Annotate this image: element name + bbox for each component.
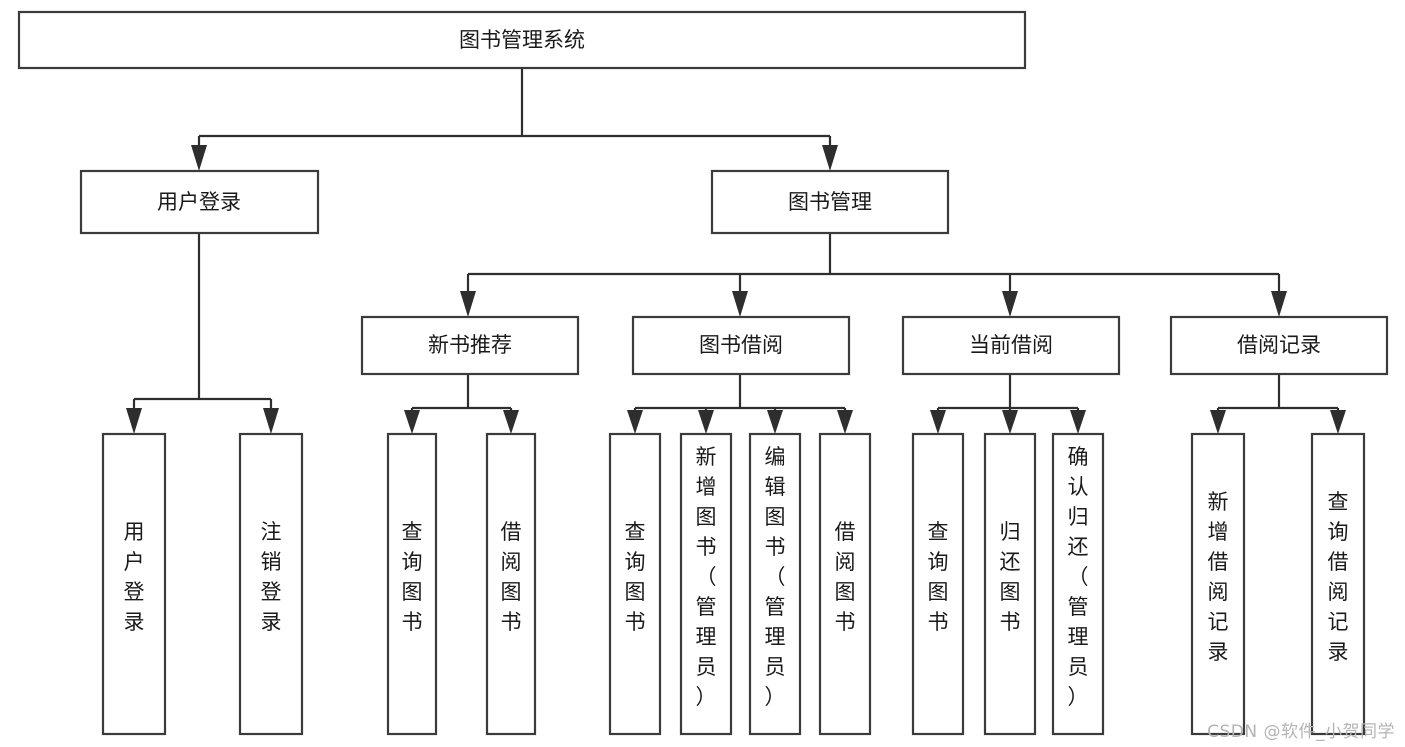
node-borrow-edit-book[interactable]: 编辑图书（管理员）: [748, 432, 802, 736]
node-user-login-label: 用户登录: [157, 190, 241, 214]
arrow-head-new-book-recommend: [460, 291, 476, 317]
node-recommend-borrow-book-label: 借阅图书: [501, 520, 522, 634]
node-user-login-do[interactable]: 用户登录: [101, 432, 167, 736]
node-borrow-query-book-label: 查询图书: [625, 520, 646, 634]
node-book-borrow-box[interactable]: [631, 315, 851, 376]
arrow-head-current-confirm-return: [1070, 410, 1086, 434]
node-current-borrow-box[interactable]: [901, 315, 1121, 376]
node-current-query-book-label: 查询图书: [928, 520, 949, 634]
arrow-head-user-login: [191, 145, 207, 171]
node-borrow-borrow-book-box[interactable]: [818, 432, 872, 736]
node-borrow-query-book[interactable]: 查询图书: [608, 432, 662, 736]
node-current-return-book-box[interactable]: [983, 432, 1037, 736]
node-current-query-book[interactable]: 查询图书: [911, 432, 965, 736]
node-new-book-recommend-box[interactable]: [360, 315, 580, 376]
node-recommend-query-book-box[interactable]: [386, 432, 438, 736]
node-current-borrow-label: 当前借阅: [969, 333, 1053, 357]
node-recommend-query-book[interactable]: 查询图书: [386, 432, 438, 736]
node-record-query[interactable]: 查询借阅记录: [1310, 432, 1366, 736]
node-recommend-borrow-book-box[interactable]: [485, 432, 537, 736]
node-new-book-recommend[interactable]: 新书推荐: [360, 315, 580, 376]
arrow-head-borrow-query-book: [627, 410, 643, 434]
arrow-head-user-login-do: [126, 408, 142, 434]
node-borrow-query-book-box[interactable]: [608, 432, 662, 736]
node-current-return-book[interactable]: 归还图书: [983, 432, 1037, 736]
node-root-box[interactable]: [17, 10, 1027, 70]
node-current-return-book-label: 归还图书: [1000, 520, 1021, 634]
node-new-book-recommend-label: 新书推荐: [428, 333, 512, 357]
arrow-head-borrow-records: [1271, 291, 1287, 317]
node-record-add-label: 新增借阅记录: [1208, 490, 1229, 664]
node-borrow-edit-book-label: 编辑图书（管理员）: [765, 445, 786, 709]
node-book-borrow-label: 图书借阅: [699, 333, 783, 357]
node-record-add-box[interactable]: [1190, 432, 1246, 736]
arrow-head-current-query-book: [930, 410, 946, 434]
node-borrow-add-book-label: 新增图书（管理员）: [696, 445, 717, 709]
node-book-management[interactable]: 图书管理: [710, 169, 950, 235]
node-borrow-add-book-box[interactable]: [679, 432, 733, 736]
arrow-head-recommend-query-book: [404, 410, 420, 434]
node-user-login-do-label: 用户登录: [124, 520, 145, 634]
arrow-head-current-borrow: [1002, 291, 1018, 317]
node-recommend-borrow-book[interactable]: 借阅图书: [485, 432, 537, 736]
node-user-login[interactable]: 用户登录: [79, 169, 320, 235]
node-borrow-borrow-book-label: 借阅图书: [835, 520, 856, 634]
node-current-confirm-return-label: 确认归还（管理员）: [1068, 445, 1089, 709]
node-user-logout-box[interactable]: [238, 432, 304, 736]
node-borrow-borrow-book[interactable]: 借阅图书: [818, 432, 872, 736]
arrow-head-borrow-edit-book: [767, 410, 783, 434]
node-book-management-box[interactable]: [710, 169, 950, 235]
connector-layer: [126, 68, 1346, 434]
node-current-confirm-return[interactable]: 确认归还（管理员）: [1051, 432, 1105, 736]
node-borrow-records-label: 借阅记录: [1237, 333, 1321, 357]
node-borrow-records-box[interactable]: [1169, 315, 1389, 376]
arrow-head-current-return-book: [1002, 410, 1018, 434]
node-borrow-edit-book-box[interactable]: [748, 432, 802, 736]
node-user-logout[interactable]: 注销登录: [238, 432, 304, 736]
node-book-management-label: 图书管理: [788, 190, 872, 214]
node-current-borrow[interactable]: 当前借阅: [901, 315, 1121, 376]
node-record-query-label: 查询借阅记录: [1328, 490, 1349, 664]
arrow-head-recommend-borrow-book: [503, 410, 519, 434]
node-user-login-do-box[interactable]: [101, 432, 167, 736]
node-user-logout-label: 注销登录: [261, 520, 282, 634]
node-current-confirm-return-box[interactable]: [1051, 432, 1105, 736]
node-borrow-add-book[interactable]: 新增图书（管理员）: [679, 432, 733, 736]
node-root[interactable]: 图书管理系统: [17, 10, 1027, 70]
arrow-head-book-management: [822, 145, 838, 171]
node-recommend-query-book-label: 查询图书: [402, 520, 423, 634]
arrow-head-record-query: [1330, 410, 1346, 434]
arrow-head-borrow-borrow-book: [837, 410, 853, 434]
node-root-label: 图书管理系统: [459, 28, 585, 52]
arrow-head-record-add: [1210, 410, 1226, 434]
arrow-head-borrow-add-book: [698, 410, 714, 434]
arrow-head-user-logout: [263, 408, 279, 434]
node-record-query-box[interactable]: [1310, 432, 1366, 736]
node-user-login-box[interactable]: [79, 169, 320, 235]
node-record-add[interactable]: 新增借阅记录: [1190, 432, 1246, 736]
node-current-query-book-box[interactable]: [911, 432, 965, 736]
node-borrow-records[interactable]: 借阅记录: [1169, 315, 1389, 376]
arrow-head-book-borrow: [732, 291, 748, 317]
csdn-watermark: CSDN @软件_小贺同学: [1207, 722, 1395, 742]
node-book-borrow[interactable]: 图书借阅: [631, 315, 851, 376]
